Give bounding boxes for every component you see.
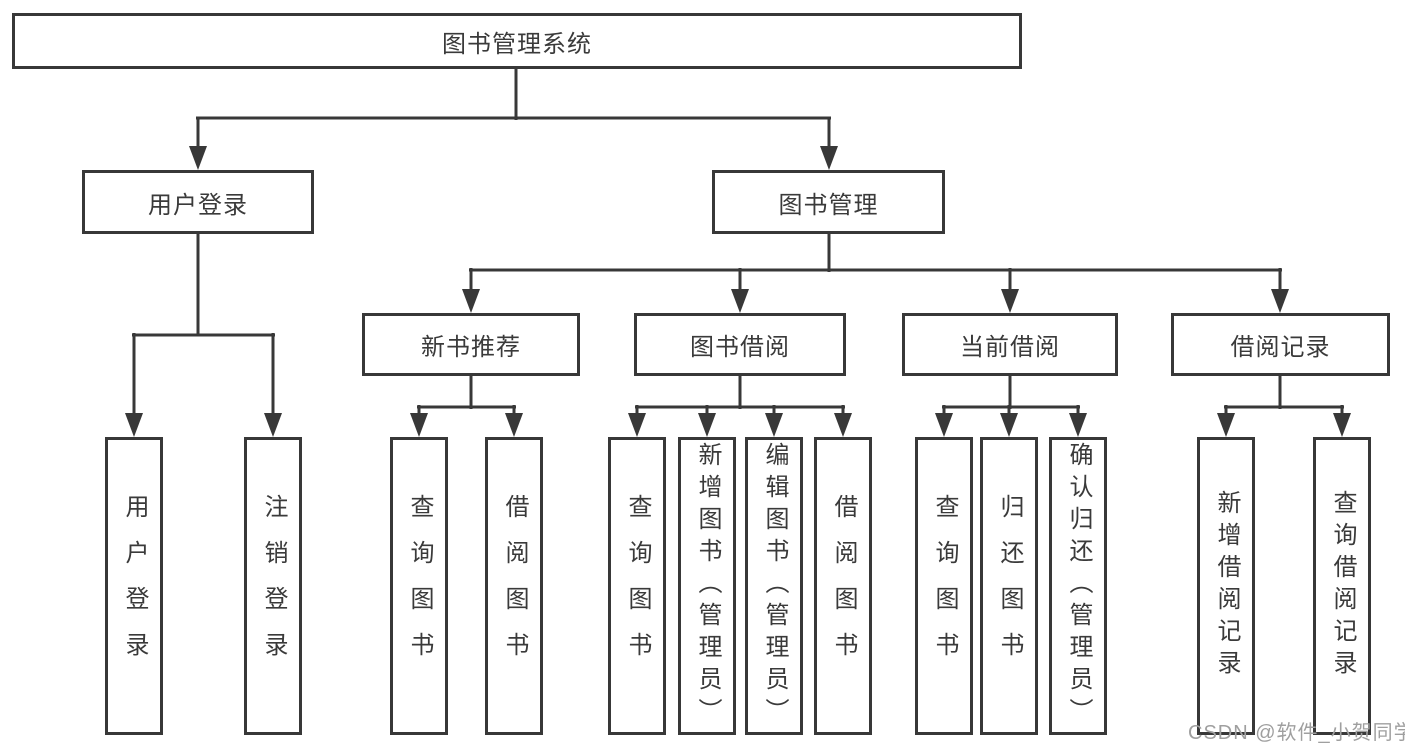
node-label: 查询借阅记录 (1329, 490, 1356, 682)
leaf-query-book-3: 查询图书 (915, 437, 973, 735)
node-label: 新增借阅记录 (1213, 490, 1240, 682)
node-label: 用户登录 (121, 494, 148, 678)
node-book-borrow: 图书借阅 (634, 313, 846, 376)
leaf-add-book-admin: 新增图书（管理员） (678, 437, 736, 735)
node-label: 查询图书 (931, 494, 958, 678)
leaf-query-book-1: 查询图书 (390, 437, 448, 735)
node-root-system: 图书管理系统 (12, 13, 1022, 69)
node-borrow-records: 借阅记录 (1171, 313, 1390, 376)
node-label: 借阅图书 (501, 494, 528, 678)
watermark: CSDN @软件_小贺同学 (1188, 722, 1405, 744)
node-current-borrow: 当前借阅 (902, 313, 1118, 376)
node-label: 借阅图书 (830, 494, 857, 678)
node-label: 查询图书 (406, 494, 433, 678)
node-label: 用户登录 (148, 191, 248, 219)
node-label: 图书管理系统 (442, 30, 592, 58)
leaf-query-book-2: 查询图书 (608, 437, 666, 735)
leaf-query-borrow-record: 查询借阅记录 (1313, 437, 1371, 735)
node-label: 图书借阅 (690, 334, 790, 361)
node-label: 注销登录 (260, 494, 287, 678)
node-label: 新增图书（管理员） (694, 442, 721, 730)
leaf-borrow-book-2: 借阅图书 (814, 437, 872, 735)
leaf-logout: 注销登录 (244, 437, 302, 735)
node-book-management: 图书管理 (712, 170, 945, 234)
leaf-confirm-return-admin: 确认归还（管理员） (1049, 437, 1107, 735)
node-label: 编辑图书（管理员） (761, 442, 788, 730)
leaf-return-book: 归还图书 (980, 437, 1038, 735)
node-label: 图书管理 (778, 191, 879, 219)
node-new-book-recommend: 新书推荐 (362, 313, 580, 376)
node-label: 确认归还（管理员） (1065, 442, 1092, 730)
node-label: 借阅记录 (1230, 334, 1331, 361)
node-label: 当前借阅 (960, 334, 1060, 361)
leaf-add-borrow-record: 新增借阅记录 (1197, 437, 1255, 735)
node-label: 新书推荐 (421, 334, 521, 361)
node-label: 归还图书 (996, 494, 1023, 678)
node-label: 查询图书 (624, 494, 651, 678)
leaf-borrow-book-1: 借阅图书 (485, 437, 543, 735)
leaf-user-login: 用户登录 (105, 437, 163, 735)
leaf-edit-book-admin: 编辑图书（管理员） (745, 437, 803, 735)
node-user-login: 用户登录 (82, 170, 314, 234)
